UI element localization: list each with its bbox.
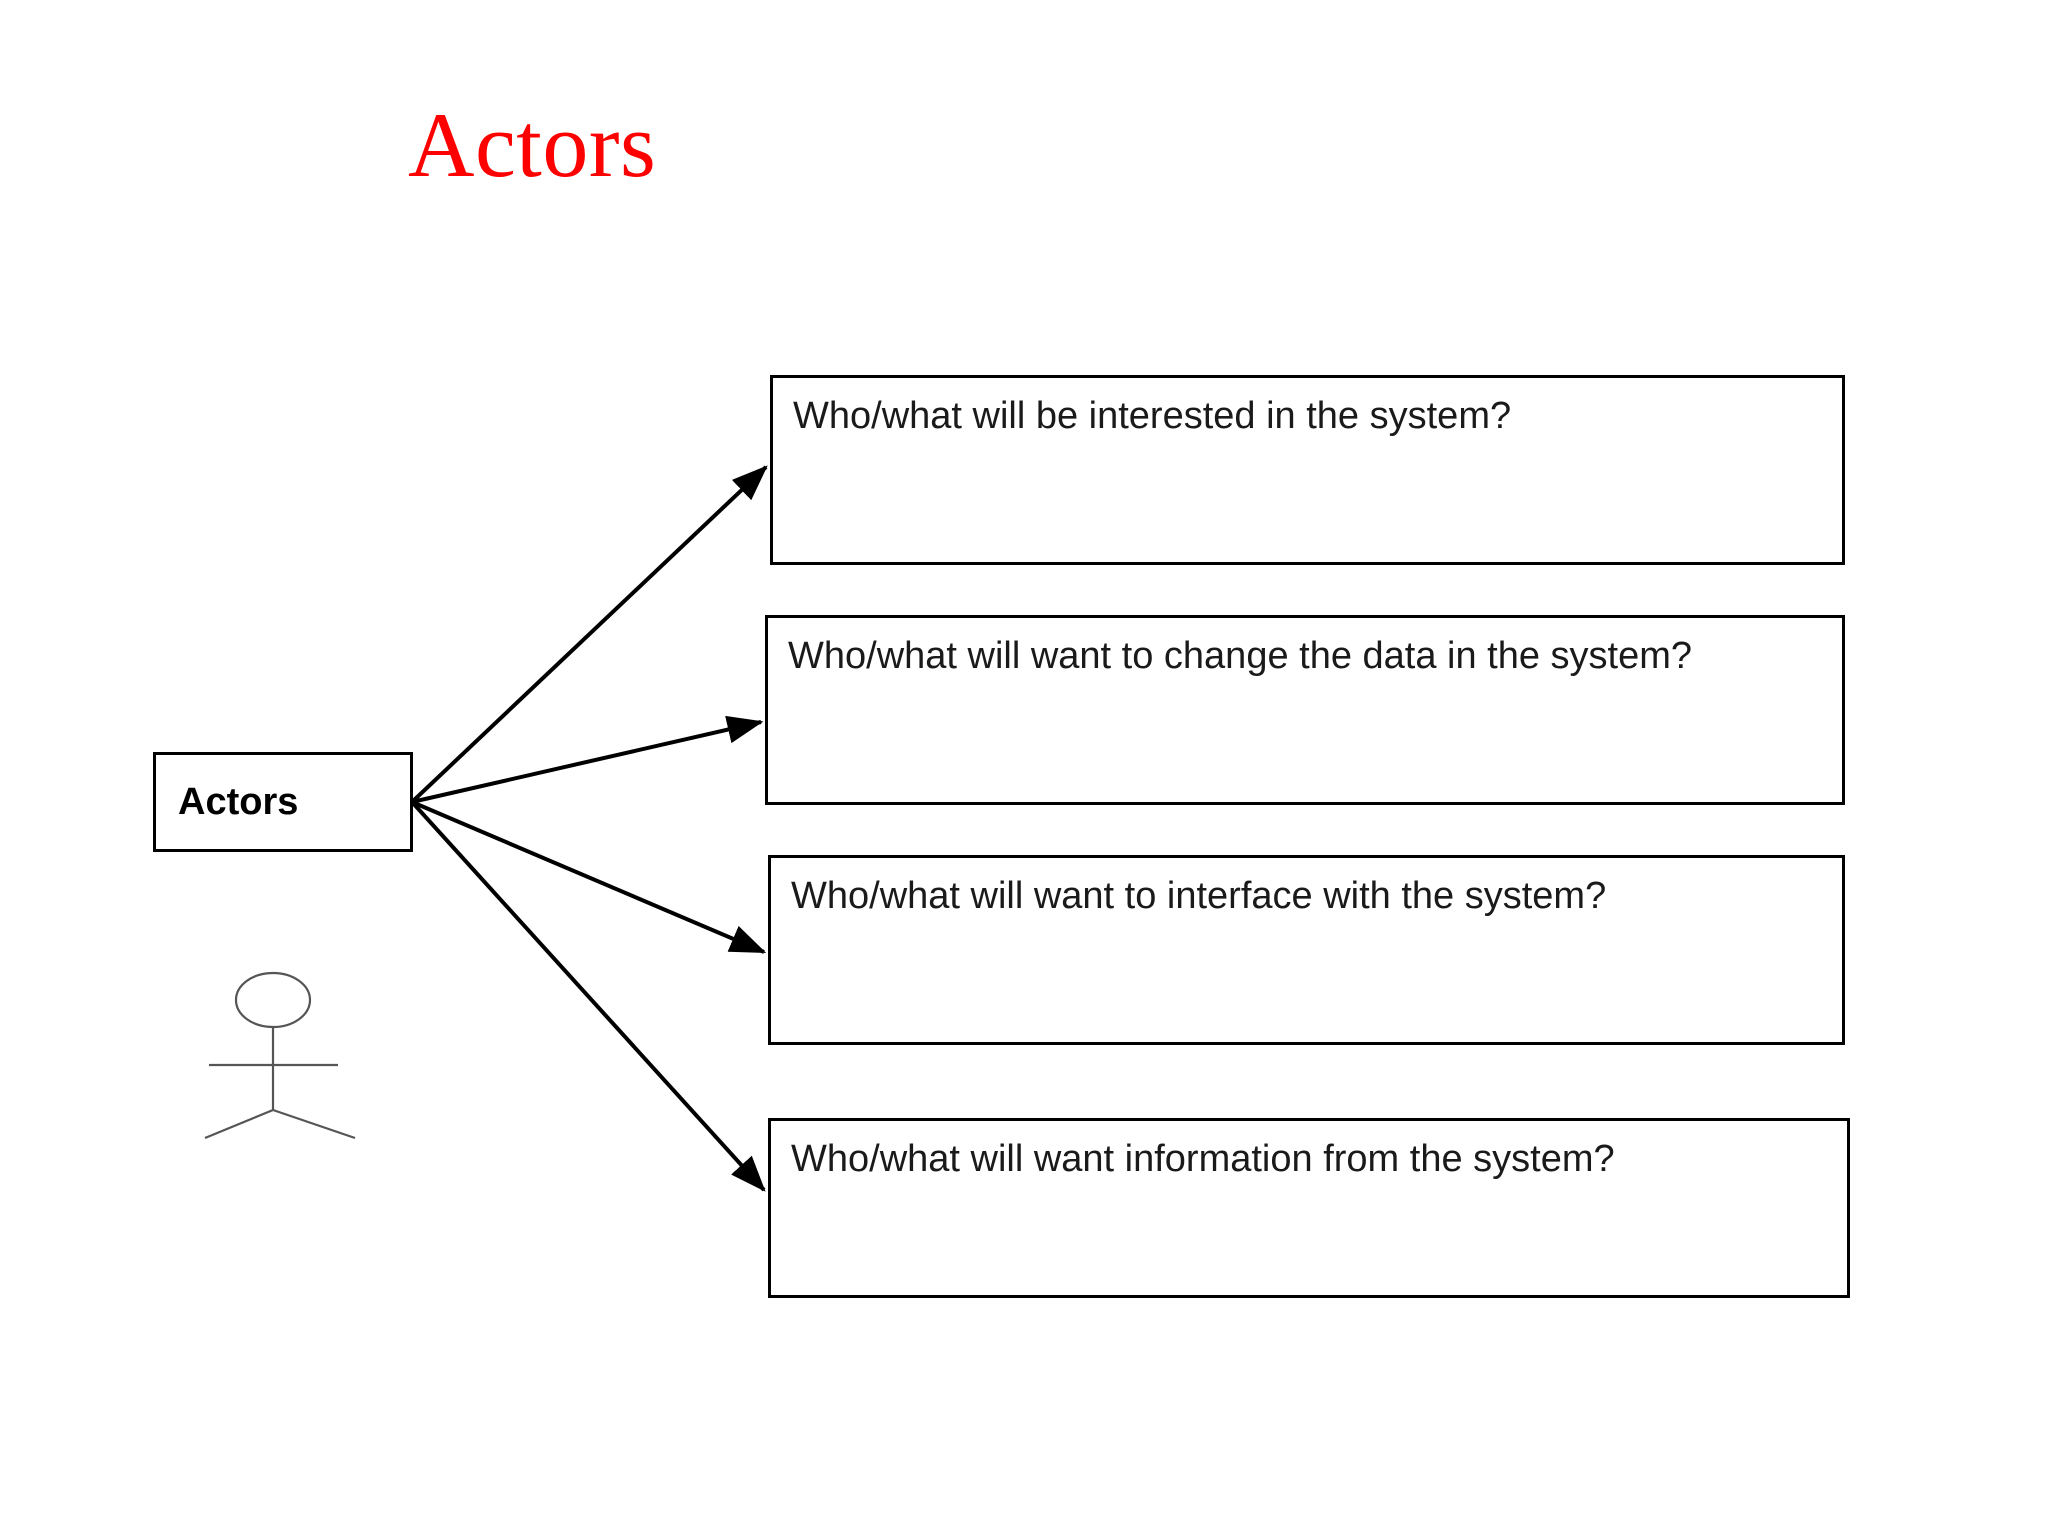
uml-actor-stick-figure-icon — [204, 971, 356, 1140]
question-box-2[interactable]: Who/what will want to change the data in… — [765, 615, 1845, 805]
question-box-1[interactable]: Who/what will be interested in the syste… — [770, 375, 1845, 565]
connector-arrow-2 — [411, 715, 764, 804]
question-box-4[interactable]: Who/what will want information from the … — [768, 1118, 1850, 1298]
page-title: Actors — [408, 94, 657, 196]
question-box-3[interactable]: Who/what will want to interface with the… — [768, 855, 1845, 1045]
question-box-4-text: Who/what will want information from the … — [791, 1138, 1615, 1180]
question-box-2-text: Who/what will want to change the data in… — [788, 635, 1693, 677]
connector-arrow-4 — [410, 800, 766, 1192]
actors-source-node-label: Actors — [178, 780, 299, 823]
connector-arrow-3 — [411, 800, 767, 954]
question-box-1-text: Who/what will be interested in the syste… — [793, 395, 1512, 437]
actors-source-node[interactable]: Actors — [153, 752, 413, 852]
question-box-3-text: Who/what will want to interface with the… — [791, 875, 1607, 917]
connector-arrow-1 — [410, 465, 768, 804]
